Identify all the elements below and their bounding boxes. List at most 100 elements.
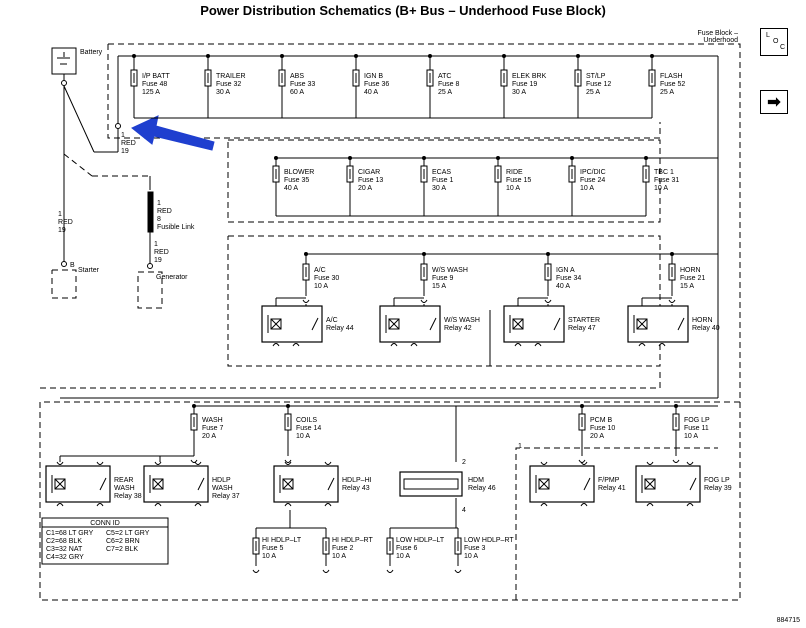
row2-fuse-number: Fuse 1 xyxy=(432,177,454,184)
figure-id: 884715 xyxy=(776,617,800,624)
row1-fuse-rating: 40 A xyxy=(364,89,378,96)
generator-wire-pin: 1 xyxy=(154,241,158,248)
row1-fuse-number: Fuse 33 xyxy=(290,81,315,88)
row3-fuse-number: Fuse 9 xyxy=(432,275,454,282)
terminal-connector xyxy=(580,503,588,507)
row1-fuse-rating: 30 A xyxy=(512,89,526,96)
terminal-connector xyxy=(272,343,280,347)
bottom-fuse-rating: 10 A xyxy=(332,553,346,560)
hdm-pin-2: 2 xyxy=(462,459,466,466)
battery-wire-circuit: 19 xyxy=(121,148,129,155)
terminal-connector xyxy=(252,569,260,573)
row1-fuse-rating: 125 A xyxy=(142,89,160,96)
row2-fuse-name: RIDE xyxy=(506,169,523,176)
row1-fuse-name: ATC xyxy=(438,73,451,80)
conn-id-title: CONN ID xyxy=(90,520,120,527)
loc-button[interactable]: L O C xyxy=(760,28,788,56)
starter-label: Starter xyxy=(78,267,100,274)
row3-fuse-rating: 15 A xyxy=(680,283,694,290)
row4-fuse-number: Fuse 7 xyxy=(202,425,224,432)
terminal-connector xyxy=(386,569,394,573)
terminal-connector xyxy=(410,343,418,347)
coil-slash xyxy=(636,318,648,330)
switch-contact xyxy=(197,477,205,491)
row2-fuse-rating: 10 A xyxy=(506,185,520,192)
bottom-fuse-rating: 10 A xyxy=(396,553,410,560)
row4-fuse-number: Fuse 14 xyxy=(296,425,321,432)
row3-relay-box xyxy=(379,305,441,343)
terminal-connector xyxy=(390,343,398,347)
row3-relay-box xyxy=(261,305,323,343)
switch-contact xyxy=(583,477,591,491)
row1-fuse-number: Fuse 48 xyxy=(142,81,167,88)
terminal-connector xyxy=(686,503,694,507)
row4-relay-name: HDLP–HI xyxy=(342,477,372,484)
terminal-connector xyxy=(540,461,548,465)
starter-wire-color: RED xyxy=(58,219,73,226)
hdm-name: HDM xyxy=(468,477,484,484)
row1-fuse-name: TRAILER xyxy=(216,73,246,80)
row3-fuse-rating: 15 A xyxy=(432,283,446,290)
terminal-connector xyxy=(540,503,548,507)
row2-fuse-name: CIGAR xyxy=(358,169,380,176)
row4-fuse-name: COILS xyxy=(296,417,317,424)
terminal-connector xyxy=(154,503,162,507)
loc-letter-c: C xyxy=(780,44,786,51)
battery-wire-pin: 1 xyxy=(121,132,125,139)
conn-id-right: C6=2 BRN xyxy=(106,538,140,545)
row2-fuse-name: ECAS xyxy=(432,169,451,176)
fuse-block-outline xyxy=(107,44,661,139)
terminal-connector xyxy=(578,459,586,463)
row4-fuse-number: Fuse 10 xyxy=(590,425,615,432)
switch-contact xyxy=(99,477,107,491)
coil-slash xyxy=(512,318,524,330)
conn-id-left: C3=32 NAT xyxy=(46,546,83,553)
row3-fuse-name: A/C xyxy=(314,267,326,274)
conn-id-left: C4=32 GRY xyxy=(46,554,84,561)
generator-wire-circuit: 19 xyxy=(154,257,162,264)
bottom-fuse-number: Fuse 3 xyxy=(464,545,486,552)
row3-relay-number: Relay 47 xyxy=(568,325,596,332)
next-page-button[interactable]: ➡ xyxy=(760,90,788,114)
row1-fuse-number: Fuse 19 xyxy=(512,81,537,88)
bottom-fuse-rating: 10 A xyxy=(464,553,478,560)
generator-wire-color: RED xyxy=(154,249,169,256)
row4-fuse-number: Fuse 11 xyxy=(684,425,709,432)
row3-fuse-name: HORN xyxy=(680,267,701,274)
terminal-connector xyxy=(284,503,292,507)
generator-terminal xyxy=(147,263,153,269)
row4-relay-number: Relay 38 xyxy=(114,493,142,500)
row1-fuse-number: Fuse 36 xyxy=(364,81,389,88)
terminal-connector xyxy=(284,461,292,465)
conn-id-table xyxy=(41,517,169,565)
conn-id-left: C2=68 BLK xyxy=(46,538,82,545)
row3-fuse-name: W/S WASH xyxy=(432,267,468,274)
switch-contact xyxy=(327,477,335,491)
terminal-connector xyxy=(322,569,330,573)
fuse-block-label: Fuse Block – xyxy=(698,30,739,37)
row1-fuse-name: ST/LP xyxy=(586,73,606,80)
row1-fuse-number: Fuse 32 xyxy=(216,81,241,88)
conn-id-right: C7=2 BLK xyxy=(106,546,138,553)
row4-relay-name: FOG LP xyxy=(704,477,730,484)
page-title: Power Distribution Schematics (B+ Bus – … xyxy=(200,3,606,18)
hdm-number: Relay 46 xyxy=(468,485,496,492)
terminal-connector xyxy=(646,503,654,507)
row4-fuse-rating: 20 A xyxy=(590,433,604,440)
row1-fuse-rating: 60 A xyxy=(290,89,304,96)
starter-wire-circuit: 19 xyxy=(58,227,66,234)
bottom-fuse-rating: 10 A xyxy=(262,553,276,560)
battery-symbol xyxy=(51,47,77,75)
terminal-connector xyxy=(534,343,542,347)
coil-slash xyxy=(388,318,400,330)
bottom-fuse-number: Fuse 2 xyxy=(332,545,354,552)
row3-relay-name: A/C xyxy=(326,317,338,324)
row2-fuse-number: Fuse 31 xyxy=(654,177,679,184)
terminal-connector xyxy=(668,299,676,303)
section-3-outline xyxy=(227,235,661,367)
row2-fuse-rating: 40 A xyxy=(284,185,298,192)
coil-slash xyxy=(152,478,164,490)
battery-label: Battery xyxy=(80,49,103,56)
hdm-pin-4: 4 xyxy=(462,507,466,514)
